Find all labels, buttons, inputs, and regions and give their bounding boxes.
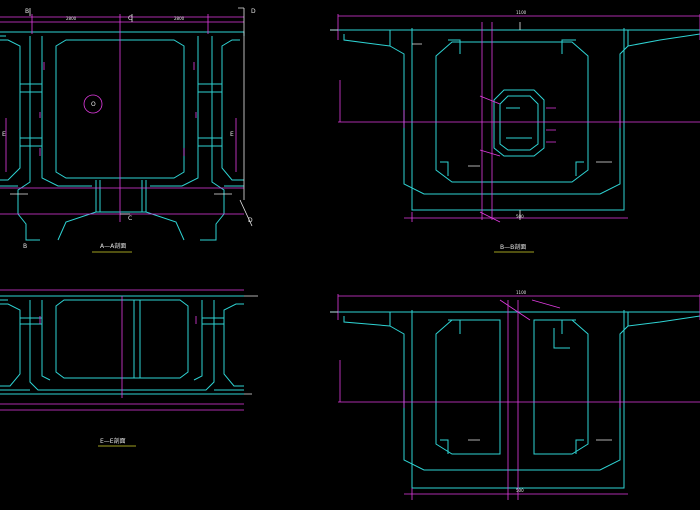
aa-hole-label: O — [91, 101, 96, 108]
ee-title: E—E剖面 — [100, 437, 126, 445]
aa-marker-e-right: E — [230, 131, 234, 138]
view-ee: E—E剖面 — [0, 289, 258, 447]
aa-marker-c-bottom: C — [128, 215, 132, 222]
aa-marker-c-top: C — [128, 15, 132, 22]
bb-dim-mid: 500 — [516, 214, 524, 219]
view-aa: B B C C D D E E 2800 2800 O A—A剖面 — [0, 7, 256, 253]
aa-marker-b-top: B — [25, 8, 29, 15]
aa-marker-d-top: D — [251, 8, 256, 15]
view-dd: 1100 500 — [330, 290, 700, 500]
aa-dim-top-left: 2800 — [66, 16, 77, 21]
bb-dim-total: 1100 — [516, 10, 527, 15]
aa-marker-b-bottom: B — [23, 243, 27, 250]
aa-marker-d-bottom: D — [248, 217, 253, 224]
aa-marker-e-left: E — [2, 131, 6, 138]
bb-title: B—B剖面 — [500, 243, 526, 251]
dd-dim-mid: 500 — [516, 488, 524, 493]
dd-dim-total: 1100 — [516, 290, 527, 295]
aa-title: A—A剖面 — [100, 242, 126, 250]
view-bb: 1100 500 B—B剖面 — [330, 10, 700, 253]
aa-dim-top-right: 2800 — [174, 16, 185, 21]
